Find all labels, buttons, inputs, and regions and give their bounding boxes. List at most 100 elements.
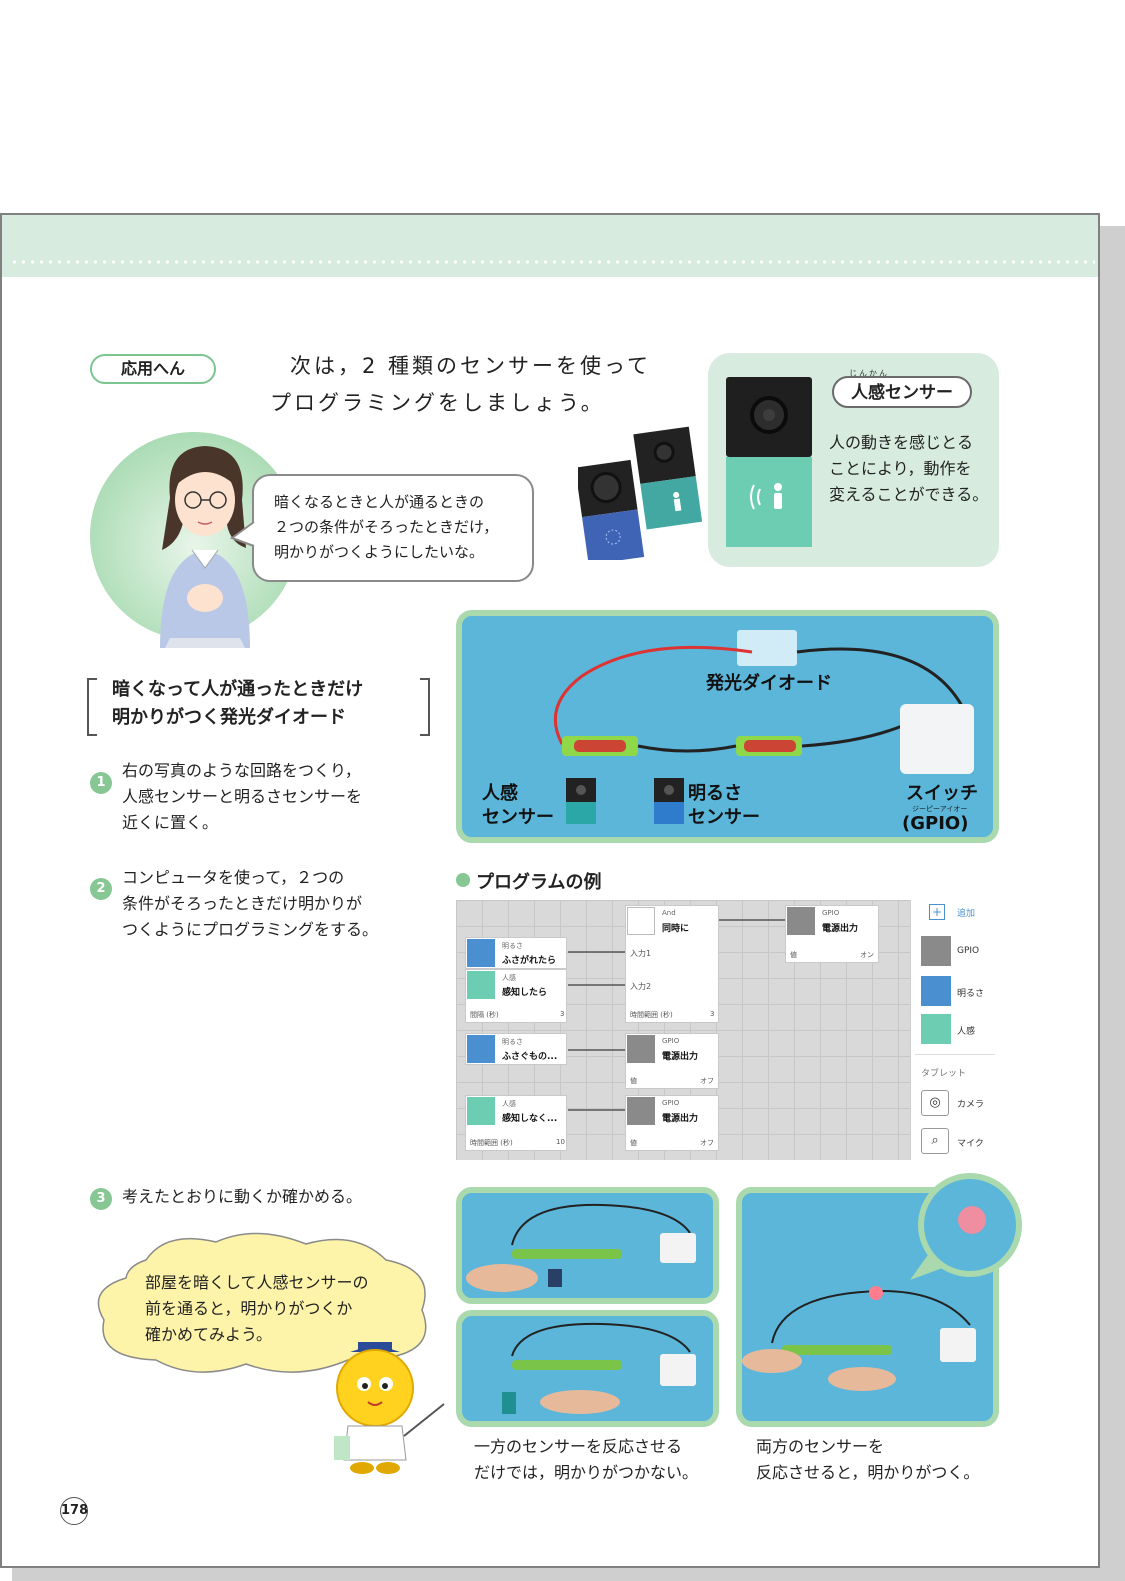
heading-bracket-right xyxy=(420,678,430,736)
cloud-line-1: 部屋を暗くして人感センサーの xyxy=(145,1273,369,1292)
and-input-1: 入力1 xyxy=(630,949,652,958)
block-caption: 明るさ xyxy=(502,1038,523,1046)
block-name: 感知したら xyxy=(502,988,548,998)
human-sensor-label-1: 人感 xyxy=(482,783,518,804)
palette-item-human[interactable]: 人感 xyxy=(957,1027,976,1037)
block-name: 電源出力 xyxy=(662,1114,699,1124)
add-label[interactable]: 追加 xyxy=(957,909,976,919)
speech-line-1: 暗くなるときと人が通るときの xyxy=(274,493,485,511)
block-gpio-on[interactable]: GPIO 電源出力 値 オン xyxy=(786,906,878,962)
mic-icon[interactable]: ⌕ xyxy=(921,1128,949,1154)
speech-bubble-tail xyxy=(230,521,255,547)
intro-text: 次は，2 種類のセンサーを使って プログラミングをしましょう。 xyxy=(270,348,690,422)
gpio-label: (GPIO) xyxy=(902,813,969,834)
block-and[interactable]: And 同時に 入力1 入力2 時間範囲 (秒) 3 xyxy=(626,906,718,1022)
photo-one-sensor-top-illustration xyxy=(462,1193,713,1298)
program-connectors xyxy=(568,919,786,1111)
block-name: 電源出力 xyxy=(822,924,859,934)
step-1-text: 右の写真のような回路をつくり， 人感センサーと明るさセンサーを 近くに置く。 xyxy=(122,758,422,836)
caption-left-line-2: だけでは，明かりがつかない。 xyxy=(474,1463,699,1482)
step-2-line-1: コンピュータを使って，２つの xyxy=(122,868,345,887)
mascot-character xyxy=(334,1342,445,1474)
cloud-text: 部屋を暗くして人感センサーの 前を通ると，明かりがつくか 確かめてみよう。 xyxy=(145,1270,405,1348)
palette-item-gpio[interactable]: GPIO xyxy=(957,946,980,956)
block-footer-value: 10 xyxy=(556,1138,565,1146)
gpio-icon xyxy=(627,1097,655,1125)
block-caption: 人感 xyxy=(502,1100,516,1108)
caption-one-sensor: 一方のセンサーを反応させる だけでは，明かりがつかない。 xyxy=(474,1434,724,1486)
program-title: プログラムの例 xyxy=(476,872,602,893)
block-footer-label: 時間範囲 (秒) xyxy=(630,1011,673,1019)
sensor-title: 人感センサー xyxy=(832,376,972,408)
caption-left-line-1: 一方のセンサーを反応させる xyxy=(474,1437,683,1456)
sensor-desc-line-3: 変えることができる。 xyxy=(829,485,989,504)
block-human-undetected[interactable]: 人感 感知しなく... 時間範囲 (秒) 10 xyxy=(466,1096,566,1150)
caption-right-line-2: 反応させると，明かりがつく。 xyxy=(756,1463,980,1482)
block-footer-label: 値 xyxy=(790,951,797,959)
page-number: 178 xyxy=(60,1497,88,1525)
switch-label: スイッチ xyxy=(906,783,978,804)
sensor-description: 人の動きを感じとる ことにより，動作を 変えることができる。 xyxy=(829,430,999,508)
program-title-dot xyxy=(456,873,470,887)
gpio-palette-icon[interactable] xyxy=(921,936,951,966)
header-dotted-line xyxy=(10,260,1095,264)
photo-one-sensor-bottom-illustration xyxy=(462,1316,713,1421)
block-brightness-uncovered[interactable]: 明るさ ふさぐもの... xyxy=(466,1034,566,1064)
sensor-desc-line-1: 人の動きを感じとる xyxy=(829,433,974,452)
step-1-line-2: 人感センサーと明るさセンサーを xyxy=(122,787,363,806)
step-2-text: コンピュータを使って，２つの 条件がそろったときだけ明かりが つくようにプログラ… xyxy=(122,865,432,943)
light-sensor-label-2: センサー xyxy=(688,807,760,828)
switch-ruby: ジーピーアイオー xyxy=(912,805,968,813)
cloud-line-2: 前を通ると，明かりがつくか xyxy=(145,1299,353,1318)
block-footer-value: 3 xyxy=(560,1010,565,1018)
heading-bracket-left xyxy=(87,678,97,736)
heading-line-1: 暗くなって人が通ったときだけ xyxy=(112,679,364,700)
block-name: 電源出力 xyxy=(662,1052,699,1062)
and-input-2: 入力2 xyxy=(630,982,652,991)
speech-line-2: ２つの条件がそろったときだけ， xyxy=(274,518,499,536)
circuit-photo: 発光ダイオード 人感 センサー 明るさ センサー スイッチ ジーピーアイオー (… xyxy=(456,610,999,843)
step-2-line-2: 条件がそろったときだけ明かりが xyxy=(122,894,363,913)
step-1-number: 1 xyxy=(90,772,112,794)
led-zoom-inset xyxy=(910,1173,1022,1280)
photo-one-sensor-bottom xyxy=(456,1310,719,1427)
brightness-icon xyxy=(467,939,495,967)
block-name: 感知しなく... xyxy=(502,1114,558,1124)
palette-item-mic[interactable]: マイク xyxy=(957,1139,984,1149)
block-gpio-off-2[interactable]: GPIO 電源出力 値 オフ xyxy=(626,1096,718,1150)
block-caption: 明るさ xyxy=(502,942,523,950)
block-footer-value: オフ xyxy=(700,1077,714,1085)
caption-right-line-1: 両方のセンサーを xyxy=(756,1437,885,1456)
human-sensor-icon xyxy=(467,971,495,999)
add-icon[interactable]: + xyxy=(929,904,945,920)
cloud-line-3: 確かめてみよう。 xyxy=(145,1325,273,1344)
block-caption: 人感 xyxy=(502,974,516,982)
block-human-detected[interactable]: 人感 感知したら 間隔 (秒) 3 xyxy=(466,970,566,1022)
block-caption: GPIO xyxy=(822,909,840,917)
block-brightness-covered[interactable]: 明るさ ふさがれたら xyxy=(466,938,566,968)
block-caption: GPIO xyxy=(662,1037,680,1045)
palette-item-brightness[interactable]: 明るさ xyxy=(957,989,985,999)
block-footer-label: 時間範囲 (秒) xyxy=(470,1139,513,1147)
sensor-blocks-photo xyxy=(578,426,703,560)
gpio-icon xyxy=(627,1035,655,1063)
camera-icon[interactable]: ◎ xyxy=(921,1090,949,1116)
block-gpio-off-1[interactable]: GPIO 電源出力 値 オフ xyxy=(626,1034,718,1088)
human-palette-icon[interactable] xyxy=(921,1014,951,1044)
block-footer-label: 値 xyxy=(630,1139,637,1147)
sensor-title-ruby: じんかん xyxy=(849,369,889,378)
human-sensor-label-2: センサー xyxy=(482,807,554,828)
block-caption: GPIO xyxy=(662,1099,680,1107)
brightness-palette-icon[interactable] xyxy=(921,976,951,1006)
palette-item-camera[interactable]: カメラ xyxy=(957,1100,985,1110)
girl-character-illustration xyxy=(160,446,250,648)
program-side-panel: + 追加 GPIO 明るさ 人感 タブレット ◎ カメラ ⌕ マイク xyxy=(910,900,1000,1160)
step-2-number: 2 xyxy=(90,878,112,900)
header-band xyxy=(2,215,1098,277)
section-label: 応用へん xyxy=(90,354,216,384)
brightness-icon xyxy=(467,1035,495,1063)
sensor-desc-line-2: ことにより，動作を xyxy=(829,459,972,478)
led-label: 発光ダイオード xyxy=(706,673,832,694)
human-sensor-image xyxy=(726,377,812,547)
tablet-section-label: タブレット xyxy=(921,1069,967,1079)
